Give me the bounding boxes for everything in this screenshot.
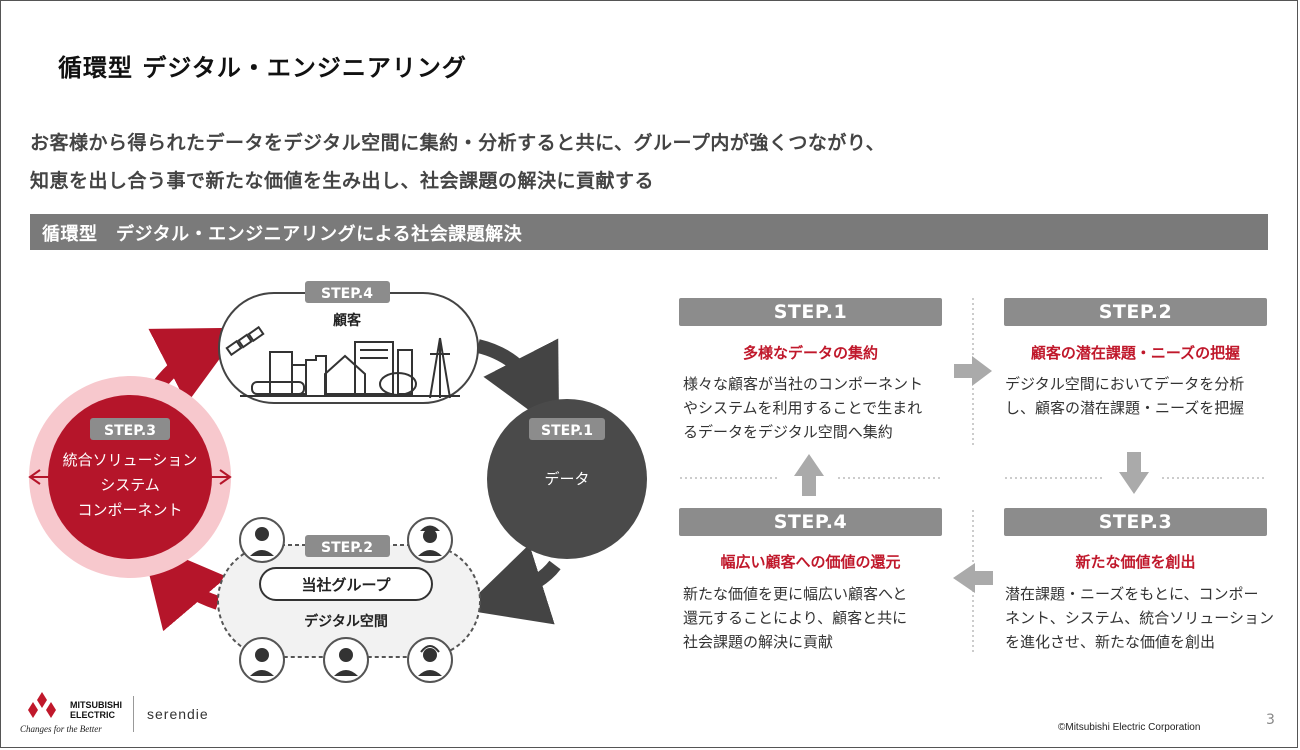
step3-badge-bg <box>90 418 170 440</box>
step2-subtitle: 顧客の潜在課題・ニーズの把握 <box>1030 344 1241 362</box>
copyright: ©Mitsubishi Electric Corporation <box>1058 722 1201 733</box>
step3-body: 潜在課題・ニーズをもとに、コンポー ネント、システム、統合ソリューション を進化… <box>1005 582 1280 654</box>
double-arrow-right-head <box>219 469 232 485</box>
step2-body-line: し、顧客の潜在課題・ニーズを把握 <box>1005 399 1245 417</box>
worker-helmet-avatar-icon <box>407 517 453 563</box>
step1-subtitle: 多様なデータの集約 <box>742 344 878 362</box>
step1-body: 様々な顧客が当社のコンポーネント やシステムを利用することで生まれ るデータをデ… <box>683 372 953 444</box>
step3-header: STEP.3 <box>1004 508 1267 536</box>
footer-divider <box>133 696 134 732</box>
step4-body-line: 社会課題の解決に貢献 <box>683 633 834 651</box>
section-bar-label: 循環型 デジタル・エンジニアリングによる社会課題解決 <box>42 224 523 245</box>
worker-avatar-icon <box>239 637 285 683</box>
step3-line1: 統合ソリューション <box>63 451 198 469</box>
worker-avatar-icon <box>239 517 285 563</box>
step3-body-line: 潜在課題・ニーズをもとに、コンポー <box>1005 585 1259 603</box>
mitsubishi-logo-icon <box>28 692 56 718</box>
page-title: 循環型 デジタル・エンジニアリング <box>58 54 467 82</box>
step4-subtitle: 幅広い顧客への価値の還元 <box>720 553 901 571</box>
arrow-right-icon <box>954 356 992 386</box>
cycle-diagram: STEP.4 顧客 STEP.1 データ STEP.3 統合ソリューション シス… <box>28 281 647 683</box>
arrow-left-icon <box>953 563 993 593</box>
page-number: 3 <box>1266 712 1275 728</box>
step1-label: データ <box>544 470 589 488</box>
worker-headset-avatar-icon <box>407 637 453 683</box>
step2-header: STEP.2 <box>1004 298 1267 326</box>
step3-badge: STEP.3 <box>104 423 156 439</box>
step3-body-line: ネント、システム、統合ソリューション <box>1005 609 1274 627</box>
worker-avatar-icon <box>323 637 369 683</box>
partner-logo: serendie <box>147 706 209 722</box>
lead-text: お客様から得られたデータをデジタル空間に集約・分析すると共に、グループ内が強くつ… <box>30 124 885 200</box>
step2-label: デジタル空間 <box>304 613 388 630</box>
step3-line3: コンポーネント <box>77 501 182 519</box>
group-pill-label: 当社グループ <box>301 576 391 594</box>
step2-body: デジタル空間においてデータを分析 し、顧客の潜在課題・ニーズを把握 <box>1005 372 1275 420</box>
arrow-step2-to-step3 <box>140 540 228 632</box>
step4-badge-bg <box>305 281 390 303</box>
data-circle <box>487 399 647 559</box>
step1-body-line: るデータをデジタル空間へ集約 <box>683 423 893 441</box>
step4-body-line: 還元することにより、顧客と共に <box>683 609 908 627</box>
step-grid-lines <box>680 298 1267 655</box>
step1-header: STEP.1 <box>679 298 942 326</box>
step4-label: 顧客 <box>333 312 362 329</box>
arrow-step4-to-step1 <box>476 338 560 433</box>
lead-line-1: お客様から得られたデータをデジタル空間に集約・分析すると共に、グループ内が強くつ… <box>30 132 886 154</box>
step3-line2: システム <box>100 476 160 494</box>
step2-body-line: デジタル空間においてデータを分析 <box>1005 375 1245 393</box>
section-bar: 循環型 デジタル・エンジニアリングによる社会課題解決 <box>30 214 1268 250</box>
city-skyline-icon <box>240 337 460 399</box>
lead-line-2: 知恵を出し合う事で新たな価値を生み出し、社会課題の解決に貢献する <box>30 170 655 192</box>
step4-body: 新たな価値を更に幅広い顧客へと 還元することにより、顧客と共に 社会課題の解決に… <box>683 582 953 654</box>
step1-badge: STEP.1 <box>541 423 593 439</box>
step1-badge-bg <box>529 418 605 440</box>
step2-badge: STEP.2 <box>321 540 373 556</box>
step3-subtitle: 新たな価値を創出 <box>1075 553 1196 571</box>
group-pill <box>259 567 433 601</box>
brand-name: MITSUBISHI ELECTRIC <box>70 700 122 720</box>
brand-tagline: Changes for the Better <box>20 724 102 734</box>
satellite-icon <box>225 325 265 357</box>
step4-badge: STEP.4 <box>321 286 373 302</box>
arrow-up-icon <box>794 454 824 496</box>
step1-body-line: 様々な顧客が当社のコンポーネント <box>683 375 924 393</box>
brand-line-1: MITSUBISHI <box>70 700 123 710</box>
step2-badge-bg <box>305 535 390 557</box>
arrow-down-icon <box>1119 452 1149 494</box>
step1-body-line: やシステムを利用することで生まれ <box>683 399 923 417</box>
brand-line-2: ELECTRIC <box>70 710 115 720</box>
arrow-step1-to-step2 <box>461 544 561 625</box>
double-arrow-left-head <box>28 469 41 485</box>
step4-header: STEP.4 <box>679 508 942 536</box>
step3-body-line: を進化させ、新たな価値を創出 <box>1005 633 1216 651</box>
step4-body-line: 新たな価値を更に幅広い顧客へと <box>683 585 908 603</box>
